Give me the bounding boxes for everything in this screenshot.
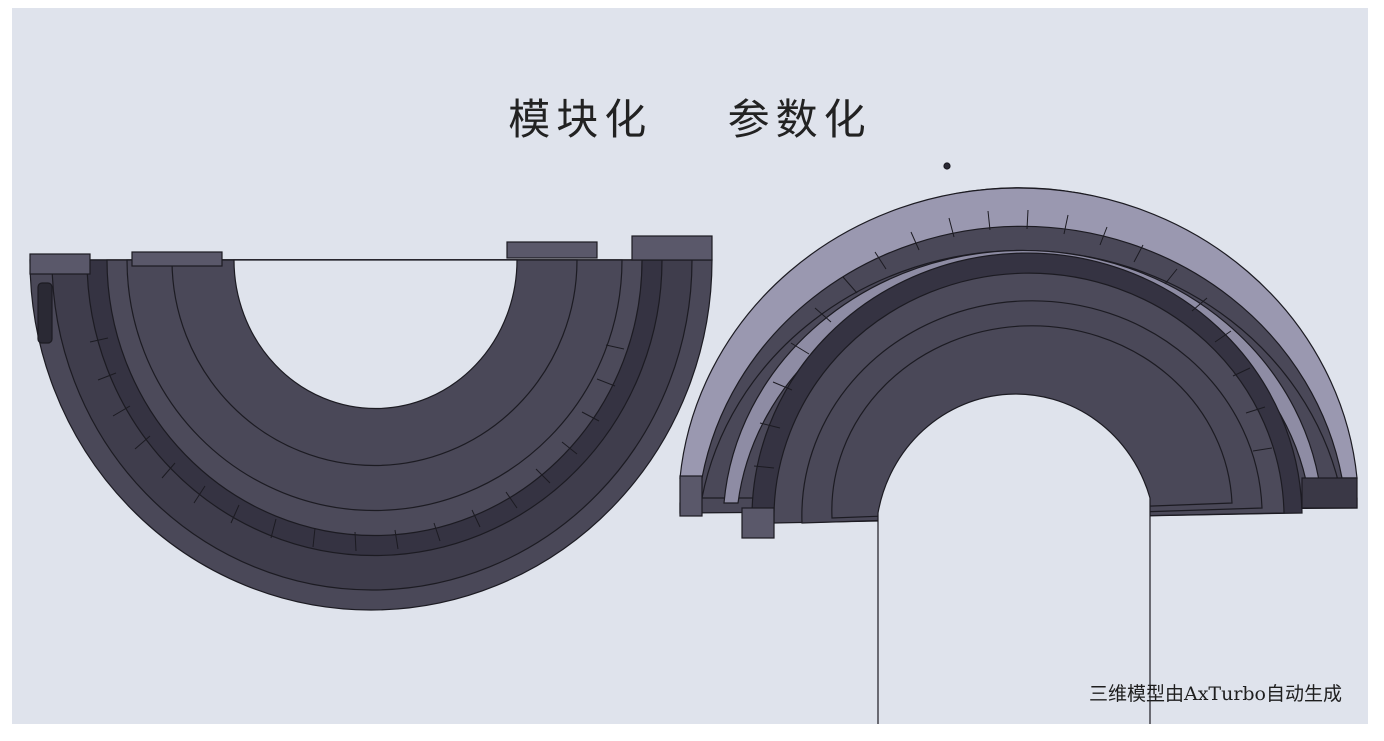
headline: 模块化 参数化 xyxy=(12,86,1368,147)
turbine-models-illustration xyxy=(29,162,1358,724)
left-flange-end xyxy=(631,235,713,261)
left-casing-half-ring xyxy=(29,235,713,611)
left-flange-mid xyxy=(131,251,223,267)
right-foot-mid xyxy=(741,507,775,539)
right-foot-left xyxy=(679,475,703,517)
right-foot-right xyxy=(1301,477,1358,509)
left-slot xyxy=(37,282,53,344)
right-casing-arch xyxy=(679,162,1358,724)
left-blade-ticks xyxy=(89,337,625,552)
left-bore xyxy=(233,259,518,410)
left-flange-right xyxy=(506,241,598,259)
headline-parametric: 参数化 xyxy=(727,95,872,144)
render-canvas: 模块化 参数化 xyxy=(12,8,1368,724)
left-flange-left xyxy=(29,253,91,275)
caption: 三维模型由AxTurbo自动生成 xyxy=(1088,683,1342,705)
right-bore xyxy=(877,393,1151,724)
right-rim xyxy=(679,187,1358,479)
right-bolt-hole xyxy=(943,162,951,170)
right-blade-ticks xyxy=(753,209,1273,469)
headline-modular: 模块化 xyxy=(508,95,653,144)
